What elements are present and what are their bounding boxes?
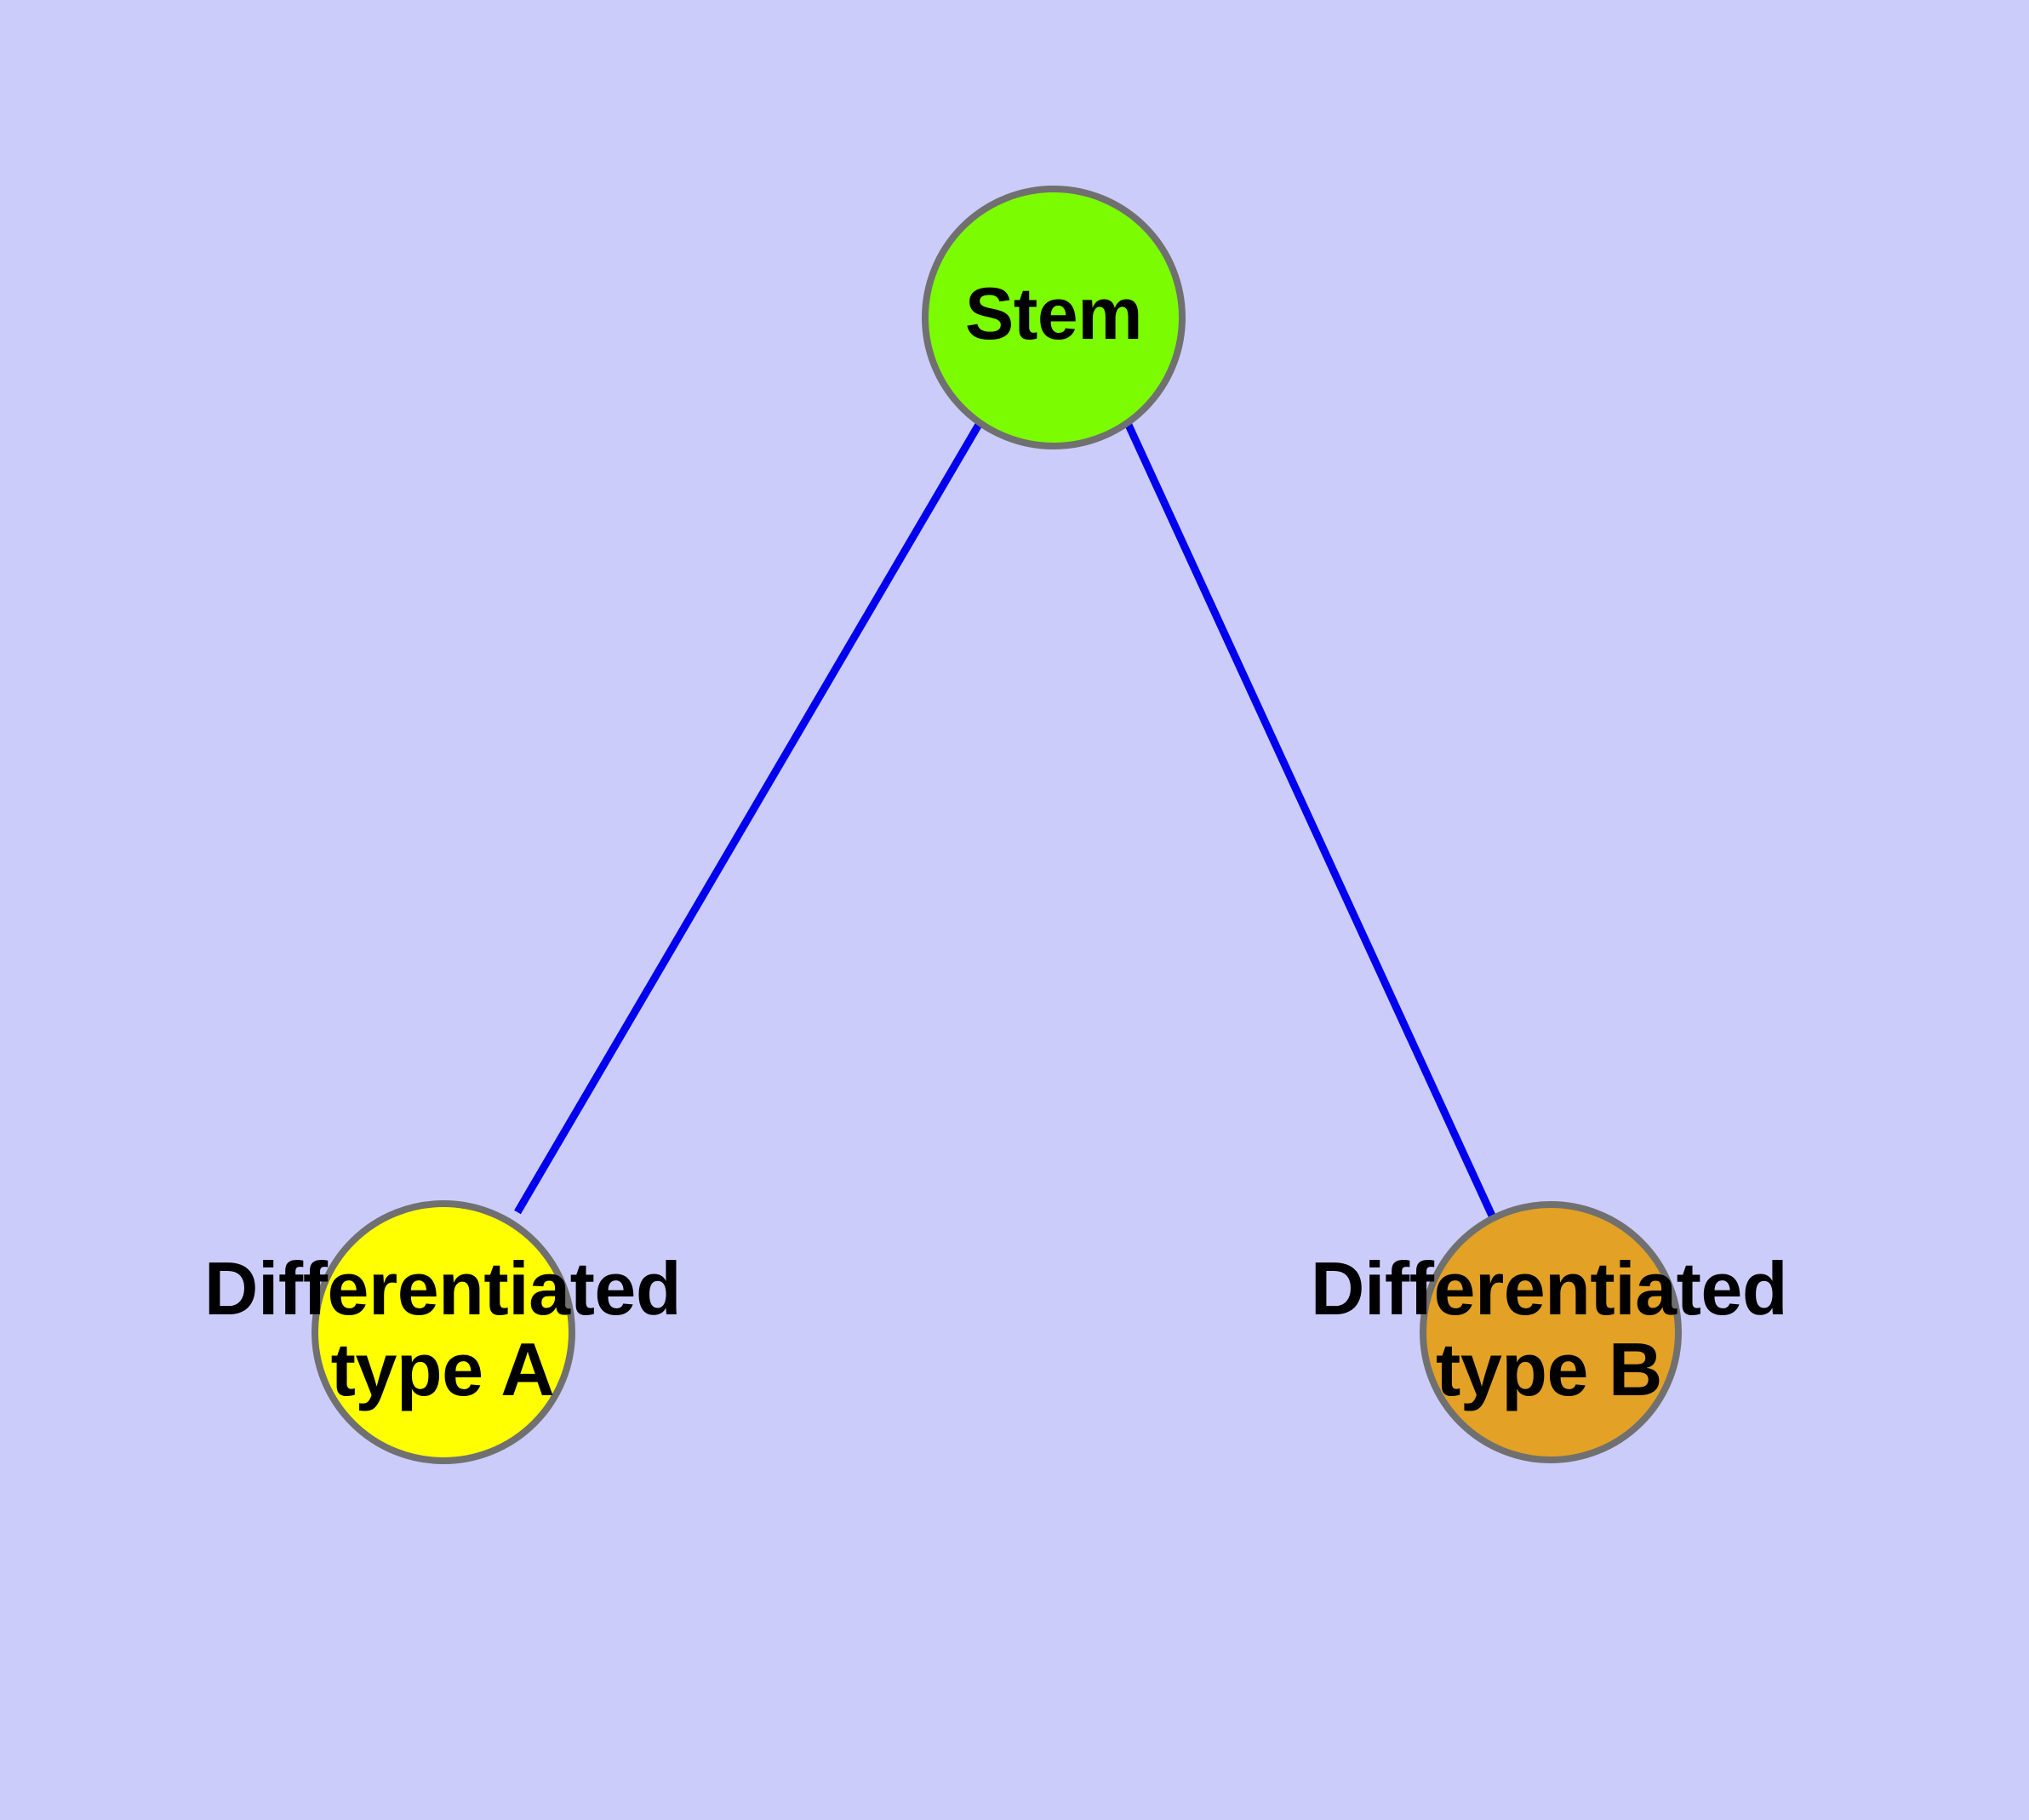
node-type-a-circle[interactable] [311,1200,575,1464]
edges-group [514,421,1496,1217]
nodes-group [311,186,1682,1464]
node-type-b-circle[interactable] [1420,1201,1682,1463]
edge-stem-to-type-a[interactable] [514,421,983,1215]
node-stem-circle[interactable] [922,186,1186,449]
edge-stem-to-type-b[interactable] [1123,421,1496,1217]
